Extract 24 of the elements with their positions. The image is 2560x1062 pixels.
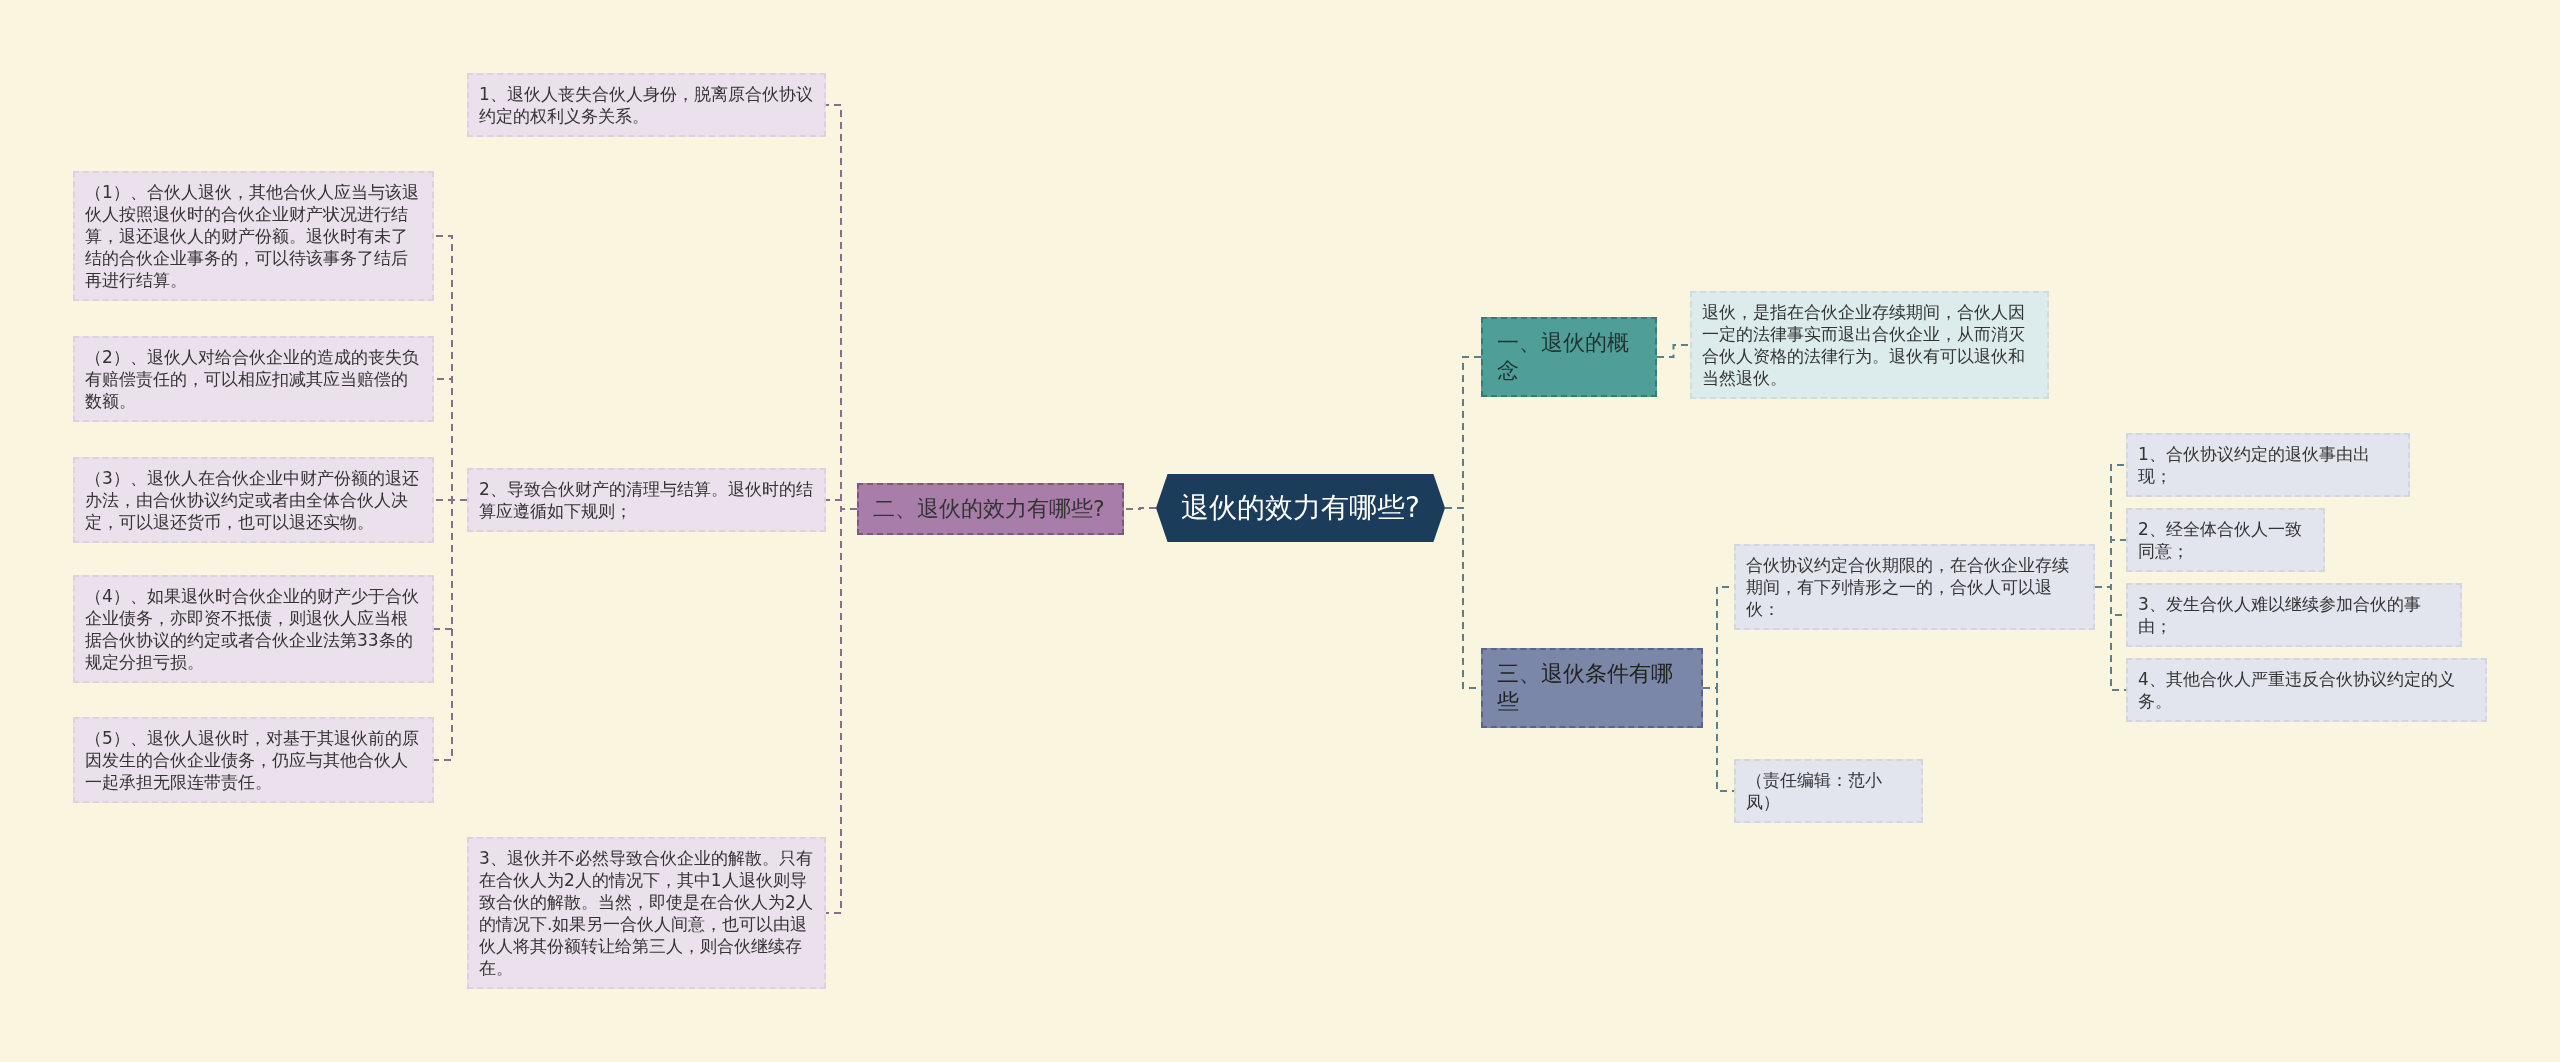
note-box: （4）、如果退伙时合伙企业的财产少于合伙企业债务，亦即资不抵债，则退伙人应当根据合伙协议的约定或者合伙企业法第33条的规定分担亏损。	[73, 575, 434, 683]
note-box: 3、退伙并不必然导致合伙企业的解散。只有在合伙人为2人的情况下，其中1人退伙则导致合伙的解散。当然，即使是在合伙人为2人的情况下.如果另一合伙人间意，也可以由退伙人将其份额转让给第三人，则合伙继续存在。	[467, 837, 826, 989]
central-topic: 退伙的效力有哪些?	[1156, 474, 1445, 542]
branch-topic: 二、退伙的效力有哪些?	[857, 483, 1124, 535]
note-box: 1、合伙协议约定的退伙事由出现；	[2126, 433, 2410, 497]
note-box: （3）、退伙人在合伙企业中财产份额的退还办法，由合伙协议约定或者由全体合伙人决定，可以退还货币，也可以退还实物。	[73, 457, 434, 543]
note-box: 4、其他合伙人严重违反合伙协议约定的义务。	[2126, 658, 2487, 722]
connector	[2094, 586, 2127, 691]
connector	[1702, 687, 1735, 792]
connector	[1123, 507, 1157, 510]
note-box: （责任编辑：范小凤）	[1734, 759, 1923, 823]
note-box: （5）、退伙人退伙时，对基于其退伙前的原因发生的合伙企业债务，仍应与其他合伙人一起承担无限连带责任。	[73, 717, 434, 803]
branch-topic: 三、退伙条件有哪些	[1481, 648, 1703, 728]
note-box: 3、发生合伙人难以继续参加合伙的事由；	[2126, 583, 2462, 647]
connector	[1656, 344, 1691, 358]
note-box: 2、导致合伙财产的清理与结算。退伙时的结算应遵循如下规则；	[467, 468, 826, 532]
branch-topic: 一、退伙的概念	[1481, 317, 1657, 397]
note-box: 1、退伙人丧失合伙人身份，脱离原合伙协议约定的权利义务关系。	[467, 73, 826, 137]
note-box: 合伙协议约定合伙期限的，在合伙企业存续期间，有下列情形之一的，合伙人可以退伙：	[1734, 544, 2095, 630]
connector	[433, 499, 468, 761]
note-box: 退伙，是指在合伙企业存续期间，合伙人因一定的法律事实而退出合伙企业，从而消灭合伙人资格的法律行为。退伙有可以退伙和当然退伙。	[1690, 291, 2049, 399]
note-box: 2、经全体合伙人一致同意；	[2126, 508, 2325, 572]
note-box: （1）、合伙人退伙，其他合伙人应当与该退伙人按照退伙时的合伙企业财产状况进行结算，退还退伙人的财产份额。退伙时有未了结的合伙企业事务的，可以待该事务了结后再进行结算。	[73, 171, 434, 301]
note-box: （2）、退伙人对给合伙企业的造成的丧失负有赔偿责任的，可以相应扣减其应当赔偿的数额。	[73, 336, 434, 422]
